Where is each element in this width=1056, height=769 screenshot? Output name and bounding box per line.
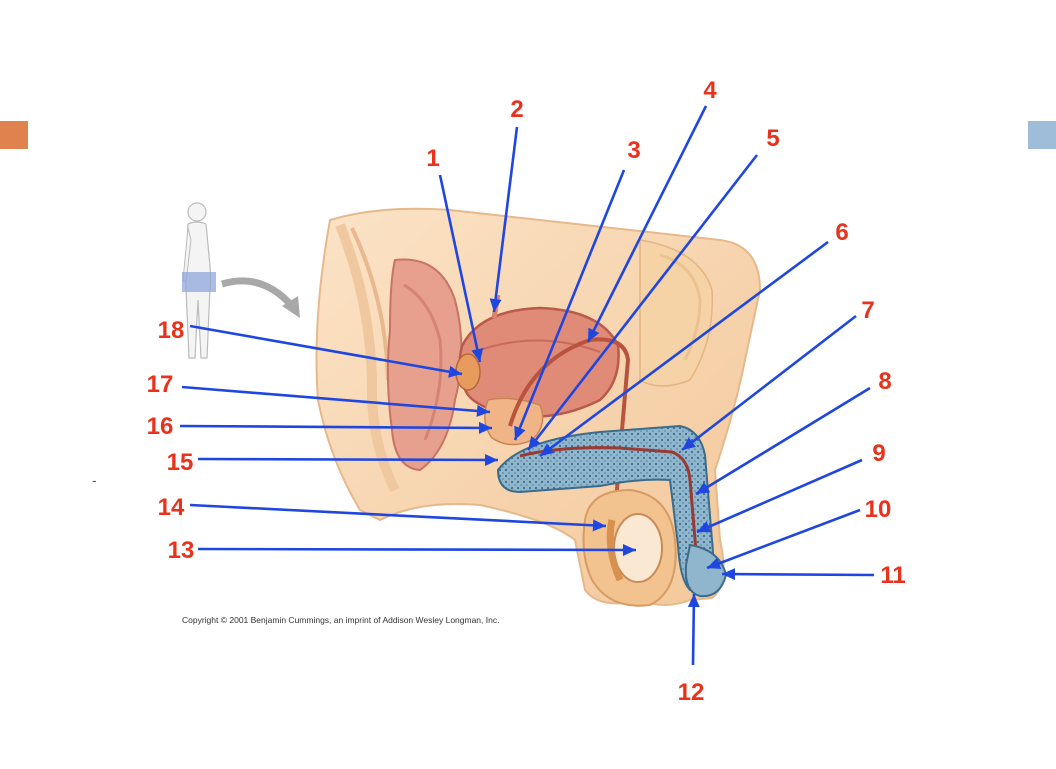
label-3: 3 — [627, 137, 640, 164]
arrowhead-15 — [484, 453, 498, 466]
zoom-arrow-icon — [282, 296, 300, 318]
leader-line-8 — [695, 386, 871, 496]
label-8: 8 — [878, 368, 891, 395]
number-labels: 1 2 3 4 5 6 7 8 9 10 11 12 13 14 15 16 1… — [147, 77, 906, 706]
label-1: 1 — [426, 145, 439, 172]
leader-lines — [179, 105, 875, 666]
arrowhead-13 — [622, 543, 636, 556]
label-7: 7 — [861, 297, 874, 324]
arrowhead-10 — [707, 557, 722, 570]
leader-line-11 — [721, 572, 875, 577]
copyright-text: Copyright © 2001 Benjamin Cummings, an i… — [182, 615, 499, 625]
arrowhead-17 — [476, 404, 490, 417]
arrowhead-5 — [528, 436, 541, 450]
label-4: 4 — [703, 77, 717, 104]
label-13: 13 — [168, 537, 195, 564]
arrowhead-4 — [588, 327, 600, 342]
leader-line-10 — [706, 508, 861, 570]
stray-mark: - — [92, 472, 97, 488]
sagittal-section-illustration — [315, 207, 762, 607]
body-silhouette-thumbnail — [182, 202, 300, 359]
label-12: 12 — [678, 679, 705, 706]
leader-line-18 — [189, 324, 463, 376]
label-10: 10 — [865, 496, 892, 523]
arrowhead-2 — [489, 298, 502, 312]
highlight-region — [182, 272, 216, 292]
right-accent-tab — [1028, 121, 1056, 149]
leader-line-13 — [197, 547, 637, 552]
leader-line-3 — [513, 169, 626, 441]
label-2: 2 — [510, 96, 523, 123]
arrowhead-6 — [540, 443, 555, 456]
arrowhead-14 — [592, 519, 606, 532]
leader-line-2 — [492, 126, 519, 313]
leader-line-17 — [181, 385, 491, 414]
label-9: 9 — [872, 440, 885, 467]
leader-line-4 — [586, 105, 708, 343]
leader-line-6 — [539, 240, 829, 458]
leader-line-5 — [526, 154, 759, 451]
arrowhead-16 — [478, 421, 492, 434]
leader-line-15 — [197, 457, 499, 462]
arrowhead-18 — [448, 365, 462, 378]
leader-line-9 — [696, 458, 863, 534]
leader-line-7 — [681, 314, 857, 452]
arrowhead-12 — [687, 594, 700, 608]
leader-line-14 — [189, 503, 607, 528]
arrowhead-9 — [697, 521, 712, 533]
label-11: 11 — [880, 562, 905, 589]
label-15: 15 — [167, 449, 194, 476]
arrowhead-11 — [722, 568, 736, 581]
label-14: 14 — [158, 494, 185, 521]
label-17: 17 — [147, 371, 174, 398]
arrowhead-8 — [696, 482, 711, 494]
label-18: 18 — [158, 317, 185, 344]
arrowhead-7 — [682, 437, 696, 450]
label-6: 6 — [835, 219, 848, 246]
leader-line-1 — [438, 174, 482, 363]
label-16: 16 — [147, 413, 174, 440]
leader-line-16 — [179, 424, 493, 430]
label-5: 5 — [766, 125, 779, 152]
left-accent-tab — [0, 121, 28, 149]
arrowhead-1 — [471, 348, 484, 362]
leader-arrowheads — [448, 298, 736, 608]
arrowhead-3 — [514, 425, 526, 440]
